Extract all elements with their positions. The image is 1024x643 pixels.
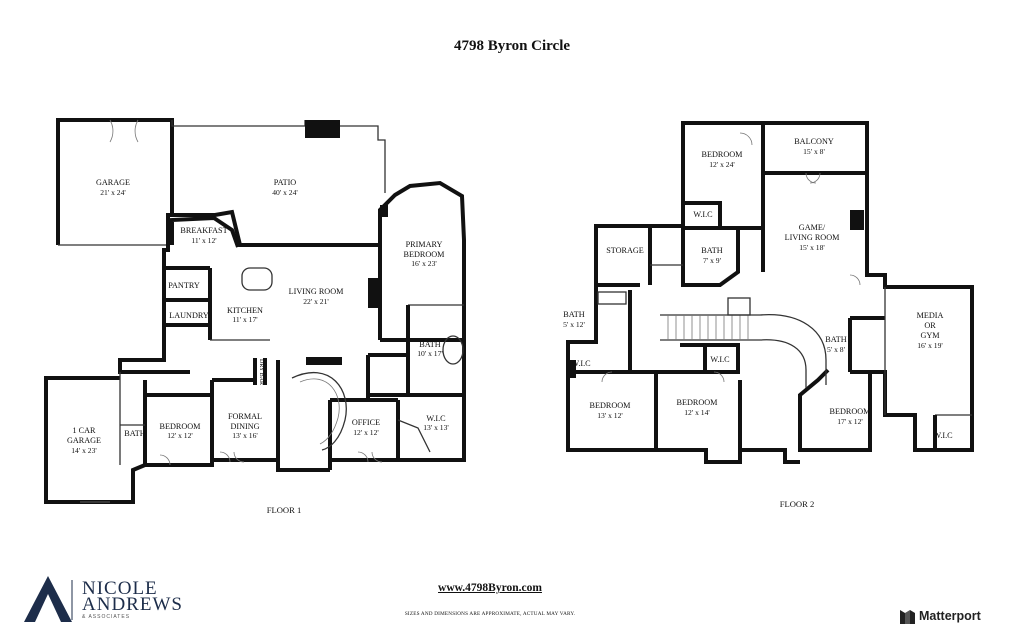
f2-bedroom-right-label: BEDROOM — [830, 407, 872, 416]
website-link[interactable]: www.4798Byron.com — [438, 582, 542, 594]
f2-media-dims: 16' x 19' — [917, 341, 943, 350]
f2-bath-left-label: BATH — [563, 310, 584, 319]
matterport-logo-icon — [900, 610, 915, 624]
f1-drybar-label: DRY BAR — [258, 359, 264, 385]
f2-game-label-1: GAME/ — [799, 223, 826, 232]
f2-bath-mid-label: BATH — [701, 246, 722, 255]
f1-bath-label: BATH — [419, 340, 440, 349]
floor-1-plan: GARAGE 21' x 24' PATIO 40' x 24' BREAKFA… — [44, 118, 466, 515]
floor-1-label: FLOOR 1 — [267, 505, 302, 515]
f1-dining-dims: 13' x 16' — [232, 431, 258, 440]
f1-primary-dims: 16' x 23' — [411, 259, 437, 268]
f1-car-garage-dims: 14' x 23' — [71, 446, 97, 455]
f1-dining-label-1: FORMAL — [228, 412, 262, 421]
disclaimer-text: SIZES AND DIMENSIONS ARE APPROXIMATE, AC… — [404, 611, 576, 617]
f1-office-label: OFFICE — [352, 418, 380, 427]
f2-bath-right-label: BATH — [825, 335, 846, 344]
f2-wic-left-label: W.I.C — [571, 359, 591, 368]
f2-bedroom-left-label: BEDROOM — [590, 401, 632, 410]
f1-wic-dims: 13' x 13' — [423, 423, 449, 432]
f2-media-label-1: MEDIA — [917, 311, 944, 320]
f1-patio-dims: 40' x 24' — [272, 188, 298, 197]
f2-wic-top-label: W.I.C — [693, 210, 713, 219]
f2-media-label-2: OR — [924, 321, 936, 330]
triangle-logo-icon — [24, 576, 73, 622]
f1-primary-label-1: PRIMARY — [406, 240, 443, 249]
f1-car-garage-label-1: 1 CAR — [73, 426, 97, 435]
f2-balcony-label: BALCONY — [794, 137, 834, 146]
f2-bath-right-dims: 5' x 8' — [827, 345, 846, 354]
f1-bedroom-dims: 12' x 12' — [167, 431, 193, 440]
f2-bedroom-mid-dims: 12' x 14' — [684, 408, 710, 417]
f1-living-label: LIVING ROOM — [289, 287, 345, 296]
f1-bedroom-label: BEDROOM — [160, 422, 202, 431]
f1-wic-label: W.I.C — [426, 414, 446, 423]
f2-bedroom-right-dims: 17' x 12' — [837, 417, 863, 426]
f2-bedroom-mid-label: BEDROOM — [677, 398, 719, 407]
f1-bath-dims: 10' x 17' — [417, 349, 443, 358]
f1-car-garage-label-2: GARAGE — [67, 436, 101, 445]
f2-game-label-2: LIVING ROOM — [785, 233, 841, 242]
f1-breakfast-dims: 11' x 12' — [191, 236, 217, 245]
brand-name-line-2: ANDREWS — [82, 594, 183, 615]
f1-patio-label: PATIO — [274, 178, 297, 187]
f1-breakfast-label: BREAKFAST — [180, 226, 227, 235]
f2-wic-mid-label: W.I.C — [710, 355, 730, 364]
brand-logo: NICOLE ANDREWS & ASSOCIATES — [22, 574, 197, 624]
f1-office-dims: 12' x 12' — [353, 428, 379, 437]
page-title: 4798 Byron Circle — [453, 38, 571, 54]
f1-dining-label-2: DINING — [230, 422, 259, 431]
f1-primary-label-2: BEDROOM — [404, 250, 446, 259]
f2-bath-left-dims: 5' x 12' — [563, 320, 585, 329]
floor-2-plan: BEDROOM 12' x 24' BALCONY 15' x 8' GAME/… — [563, 121, 974, 509]
f2-bedroom-left-dims: 13' x 12' — [597, 411, 623, 420]
f1-garage-label: GARAGE — [96, 178, 130, 187]
f1-garage-dims: 21' x 24' — [100, 188, 126, 197]
f2-media-label-3: GYM — [920, 331, 940, 340]
f2-bedroom-top-label: BEDROOM — [702, 150, 744, 159]
f1-living-dims: 22' x 21' — [303, 297, 329, 306]
f1-kitchen-dims: 11' x 17' — [232, 315, 258, 324]
brand-name-line-1: NICOLE — [82, 578, 158, 599]
f2-game-dims: 15' x 18' — [799, 243, 825, 252]
f1-bath-small-label: BATH — [124, 429, 145, 438]
f1-laundry-label: LAUNDRY — [169, 311, 209, 320]
matterport-label: Matterport — [919, 609, 981, 623]
f1-pantry-label: PANTRY — [168, 281, 200, 290]
f2-bath-mid-dims: 7' x 9' — [703, 256, 722, 265]
f2-bedroom-top-dims: 12' x 24' — [709, 160, 735, 169]
f1-kitchen-label: KITCHEN — [227, 306, 263, 315]
f2-storage-label: STORAGE — [606, 246, 644, 255]
brand-name-line-3: & ASSOCIATES — [82, 614, 131, 620]
f2-wic-right-label: W.I.C — [933, 431, 953, 440]
f2-balcony-dims: 15' x 8' — [803, 147, 825, 156]
floor-2-label: FLOOR 2 — [780, 499, 815, 509]
